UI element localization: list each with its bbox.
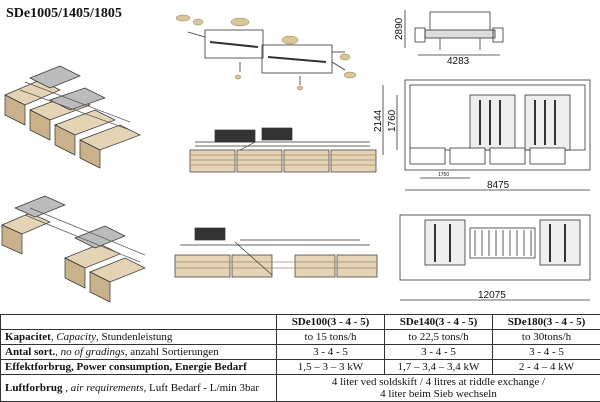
table-cell: 1,5 – 3 – 3 kW [277,360,385,375]
flow-diagram [188,30,345,85]
table-row: Antal sort., no of gradings, anzahl Sort… [1,345,600,360]
dim-plan1-total: 8475 [487,180,510,191]
table-row: Kapacitet, Capacity, Stundenleistung to … [1,330,600,345]
merged-cell: 4 liter ved soldskift / 4 litres at ridd… [277,375,600,402]
spec-header-row: SDe100(3 - 4 - 5) SDe140(3 - 4 - 5) SDe1… [1,315,600,330]
header-sde140: SDe140(3 - 4 - 5) [385,315,493,330]
dim-plan1-inner: 1760 [387,109,398,132]
row-label: Luftforbrug , air requirements, Luft Bed… [1,375,277,402]
table-cell: to 15 tons/h [277,330,385,345]
isometric-view-2 [2,196,145,302]
row-label-italic: no of gradings [61,346,125,358]
side-view-1 [190,128,376,172]
table-cell: to 30tons/h [493,330,600,345]
plan-view-2 [400,215,590,300]
side-view-2 [175,228,377,277]
plan-view-1 [383,80,590,190]
front-view [405,10,503,55]
row-label-bold: Effektforbrug, Power consumption, Energi… [5,361,247,373]
header-empty [1,315,277,330]
row-label-rest: anzahl Sortierungen [130,346,218,358]
spec-table: SDe100(3 - 4 - 5) SDe140(3 - 4 - 5) SDe1… [0,314,600,402]
row-label: Antal sort., no of gradings, anzahl Sort… [1,345,277,360]
row-label-bold: Antal sort. [5,346,55,358]
table-cell: 1,7 – 3,4 – 3,4 kW [385,360,493,375]
dim-front-height: 2890 [394,17,405,40]
row-label-bold: Luftforbrug [5,382,62,394]
table-cell: to 22,5 tons/h [385,330,493,345]
table-row: Luftforbrug , air requirements, Luft Bed… [1,375,600,402]
row-label-italic: Capacity [56,331,96,343]
header-sde100: SDe100(3 - 4 - 5) [277,315,385,330]
row-label: Effektforbrug, Power consumption, Energi… [1,360,277,375]
header-sde180: SDe180(3 - 4 - 5) [493,315,600,330]
table-cell: 3 - 4 - 5 [493,345,600,360]
isometric-view-1 [5,66,140,168]
merged-line-1: 4 liter ved soldskift / 4 litres at ridd… [332,376,545,388]
grain-icons [176,15,356,90]
row-label: Kapacitet, Capacity, Stundenleistung [1,330,277,345]
technical-drawings: 2890 4283 2144 1760 1750 8475 [0,0,600,313]
row-label-italic: air requirements [71,382,144,394]
table-cell: 3 - 4 - 5 [277,345,385,360]
dim-plan2-total: 12075 [478,290,506,301]
dim-plan1-outer: 2144 [373,109,384,132]
row-label-rest: Luft Bedarf - L/min 3bar [149,382,259,394]
dim-front-width: 4283 [447,56,470,67]
merged-line-2: 4 liter beim Sieb wechseln [380,388,497,400]
row-label-bold: Kapacitet [5,331,51,343]
table-row: Effektforbrug, Power consumption, Energi… [1,360,600,375]
dim-plan1-inner-width: 1750 [438,172,449,178]
table-cell: 2 - 4 – 4 kW [493,360,600,375]
table-cell: 3 - 4 - 5 [385,345,493,360]
row-label-rest: Stundenleistung [102,331,173,343]
